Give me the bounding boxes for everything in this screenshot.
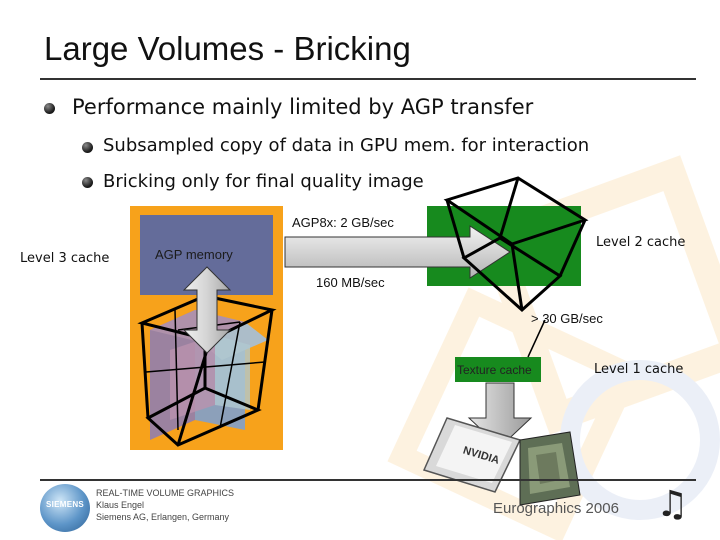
agp-rate-label: AGP8x: 2 GB/sec [292,215,394,230]
texture-cache-label: Texture cache [457,363,532,377]
footer-course: REAL-TIME VOLUME GRAPHICS [96,488,234,498]
processor-chip-icon [520,432,580,505]
footer-affiliation: Siemens AG, Erlangen, Germany [96,512,229,522]
footer-author: Klaus Engel [96,500,144,510]
agp-memory-label: AGP memory [155,247,233,262]
footer-conference: Eurographics 2006 [493,500,619,517]
level2-cache-label: Level 2 cache [596,235,685,250]
level3-cache-label: Level 3 cache [20,251,109,266]
gpu-rate-label: > 30 GB/sec [531,311,603,326]
transfer-rate-label: 160 MB/sec [316,275,385,290]
level1-cache-label: Level 1 cache [594,362,683,377]
music-note-icon: ♫ [656,484,688,525]
footer-divider [40,479,696,481]
siemens-logo-text: SIEMENS [40,500,90,509]
